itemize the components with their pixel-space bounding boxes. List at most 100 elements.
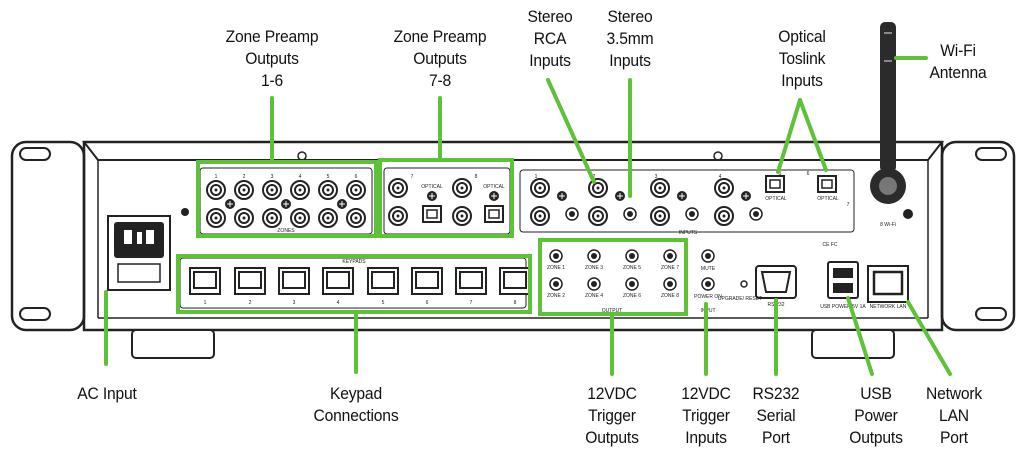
trigger-zone-label: ZONE 7 <box>661 265 679 271</box>
network-lan-label: NETWORK LAN <box>870 304 907 310</box>
zone-number: 4 <box>299 174 302 180</box>
keypad-rj45-port-inner <box>371 271 395 289</box>
zone-1-6-highlight <box>196 160 378 238</box>
trigger-zone-label: ZONE 3 <box>585 265 603 271</box>
label-line: Toslink <box>778 49 826 68</box>
label-line: Outputs <box>413 49 467 68</box>
rack-ear-left <box>10 140 86 332</box>
optical-label: OPTICAL <box>421 184 443 190</box>
trigger-output-jack-hole <box>629 253 635 259</box>
keypad-rj45-port-inner <box>459 271 483 289</box>
label-line: Serial <box>756 406 796 425</box>
input-rca-top-pin <box>658 186 662 190</box>
power-on-label: POWER ON <box>694 294 722 300</box>
input-35mm-jack-hole <box>689 211 695 217</box>
input-number: 3 <box>655 174 658 180</box>
trigger-input-jack-hole <box>705 253 711 259</box>
label-line: Wi-Fi <box>940 41 976 60</box>
zone-number: 7 <box>411 174 414 180</box>
label-line: Trigger <box>682 406 730 425</box>
keypad-number: 4 <box>337 300 340 306</box>
input-number: 1 <box>535 174 538 180</box>
label-line: 1-6 <box>260 71 284 90</box>
keypad-number: 8 <box>514 300 517 306</box>
wifi-antenna <box>870 22 913 219</box>
zone-rca-bottom-pin <box>214 216 218 220</box>
zone-rca-top-pin <box>354 188 358 192</box>
lan-port <box>867 265 909 303</box>
zone-rca-top-pin <box>298 188 302 192</box>
keypad-rj45-port-inner <box>326 271 350 289</box>
optical-number: 5 <box>779 171 782 177</box>
trigger-zone-label: ZONE 1 <box>547 265 565 271</box>
zone-rca-bottom-pin <box>242 216 246 220</box>
upgrade-reset-label: UPGRADE/ RESET <box>718 296 762 302</box>
keypad-rj45-port-inner <box>282 271 306 289</box>
keypad-number: 5 <box>382 300 385 306</box>
trigger-output-jack-hole <box>667 253 673 259</box>
zone-rca-bottom-pin <box>460 214 464 218</box>
keypad-rj45-port-inner <box>193 271 217 289</box>
input-35mm-jack-hole <box>627 211 633 217</box>
optical-number: 6 <box>807 171 810 177</box>
input-rca-bottom-pin <box>658 214 662 218</box>
trigger-zone-label: ZONE 2 <box>547 293 565 299</box>
optical-input-port-shutter <box>821 179 833 189</box>
input-35mm-jack-hole <box>753 211 759 217</box>
label-rs232: RS232 Serial Port <box>747 383 806 449</box>
label-line: Inputs <box>609 51 651 70</box>
label-line: 7-8 <box>428 71 452 90</box>
label-keypad: Keypad Connections <box>304 383 407 427</box>
keypad-rj45-port-inner <box>415 271 439 289</box>
rack-ear-right <box>940 140 1016 332</box>
zone-rca-bottom-pin <box>270 216 274 220</box>
zone-number: 3 <box>271 174 274 180</box>
zone-rca-top-pin <box>214 188 218 192</box>
keypads-label: KEYPADS <box>342 259 366 265</box>
optical-label: OPTICAL <box>817 196 839 202</box>
label-line: 12VDC <box>681 384 731 403</box>
zone-rca-top-pin <box>270 188 274 192</box>
zone-number: 6 <box>355 174 358 180</box>
zone-optical-port-shutter <box>426 209 438 219</box>
zone-rca-bottom-pin <box>298 216 302 220</box>
label-zone-preamp-1-6: Zone Preamp Outputs 1-6 <box>217 26 327 92</box>
output-label: OUTPUT <box>602 308 623 314</box>
wifi-port-label: 8 Wi-Fi <box>880 222 896 228</box>
keypad-number: 6 <box>426 300 429 306</box>
zone-number: 5 <box>327 174 330 180</box>
input-rca-top-pin <box>596 186 600 190</box>
zone-number: 2 <box>243 174 246 180</box>
label-network-lan: Network LAN Port <box>921 383 987 449</box>
label-line: Outputs <box>585 428 639 447</box>
keypad-number: 2 <box>249 300 252 306</box>
label-line: 12VDC <box>587 384 637 403</box>
zone-7-8-highlight <box>378 158 514 238</box>
input-rca-top-pin <box>538 186 542 190</box>
trigger-output-jack-hole <box>667 281 673 287</box>
label-line: 3.5mm <box>606 29 654 48</box>
optical-label: OPTICAL <box>483 184 505 190</box>
input-rca-bottom-pin <box>722 214 726 218</box>
usb-power-label: USB POWER 5V 1A <box>820 304 866 310</box>
label-line: Outputs <box>849 428 903 447</box>
label-line: Trigger <box>588 406 636 425</box>
keypad-rj45-port-inner <box>238 271 262 289</box>
label-stereo-rca: Stereo RCA Inputs <box>522 6 577 72</box>
label-line: LAN <box>939 406 969 425</box>
trigger-output-jack-hole <box>553 253 559 259</box>
label-usb-power: USB Power Outputs <box>843 383 909 449</box>
label-line: RCA <box>533 29 567 48</box>
label-line: Stereo <box>527 7 573 26</box>
input-number: 2 <box>593 174 596 180</box>
label-trigger-outputs: 12VDC Trigger Outputs <box>579 383 645 449</box>
zone-rca-top-pin <box>460 186 464 190</box>
trigger-zone-label: ZONE 5 <box>623 265 641 271</box>
zone-optical-port-shutter <box>488 209 500 219</box>
trigger-output-jack-hole <box>629 281 635 287</box>
input-35mm-jack-hole <box>569 211 575 217</box>
trigger-out-highlight <box>538 238 688 316</box>
